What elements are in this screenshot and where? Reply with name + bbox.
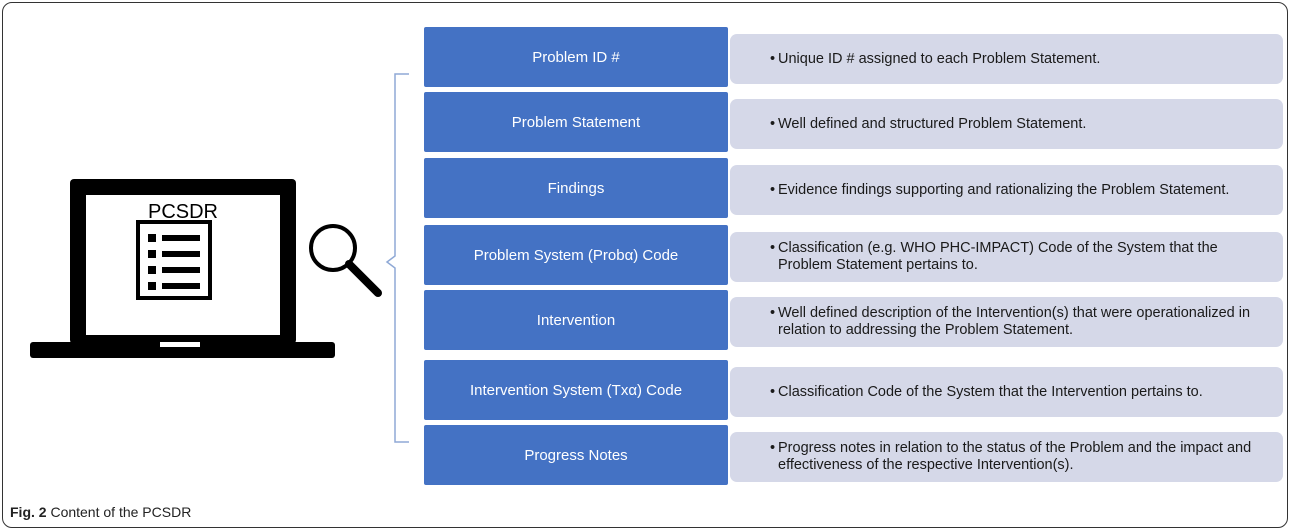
magnifier-icon: [309, 224, 382, 297]
row-description-text: Progress notes in relation to the status…: [778, 440, 1252, 473]
row-description: •Evidence findings supporting and ration…: [730, 165, 1283, 215]
bullet-icon: •: [770, 240, 776, 256]
row-description-text: Evidence findings supporting and rationa…: [778, 181, 1230, 198]
bullet-icon: •: [770, 305, 776, 321]
row-description: •Well defined and structured Problem Sta…: [730, 99, 1283, 149]
caption-fig-number: Fig. 2: [10, 504, 47, 520]
row-description-text: Classification Code of the System that t…: [778, 383, 1203, 400]
bullet-icon: •: [770, 181, 776, 198]
caption-text: Content of the PCSDR: [50, 504, 192, 520]
row-label: Intervention System (Txα) Code: [424, 360, 728, 420]
row-description: •Classification (e.g. WHO PHC-IMPACT) Co…: [730, 232, 1283, 282]
bullet-icon: •: [770, 50, 776, 67]
checklist-icon: [136, 220, 212, 300]
row-label: Problem System (Probα) Code: [424, 225, 728, 285]
row-label: Progress Notes: [424, 425, 728, 485]
row-description-text: Well defined and structured Problem Stat…: [778, 115, 1087, 132]
laptop-illustration: PCSDR: [30, 179, 382, 358]
row-label: Problem Statement: [424, 92, 728, 152]
row-description: •Progress notes in relation to the statu…: [730, 432, 1283, 482]
bullet-icon: •: [770, 383, 776, 400]
row-description-text: Unique ID # assigned to each Problem Sta…: [778, 50, 1101, 67]
row-label: Intervention: [424, 290, 728, 350]
brace: [385, 73, 409, 443]
row-label: Findings: [424, 158, 728, 218]
row-description: •Well defined description of the Interve…: [730, 297, 1283, 347]
row-description-text: Classification (e.g. WHO PHC-IMPACT) Cod…: [778, 240, 1218, 273]
bullet-icon: •: [770, 115, 776, 132]
row-description: •Unique ID # assigned to each Problem St…: [730, 34, 1283, 84]
row-description-text: Well defined description of the Interven…: [778, 305, 1251, 338]
bullet-icon: •: [770, 440, 776, 456]
screen-label: PCSDR: [148, 201, 218, 223]
row-label: Problem ID #: [424, 27, 728, 87]
row-description: •Classification Code of the System that …: [730, 367, 1283, 417]
figure-caption: Fig. 2 Content of the PCSDR: [10, 504, 191, 520]
